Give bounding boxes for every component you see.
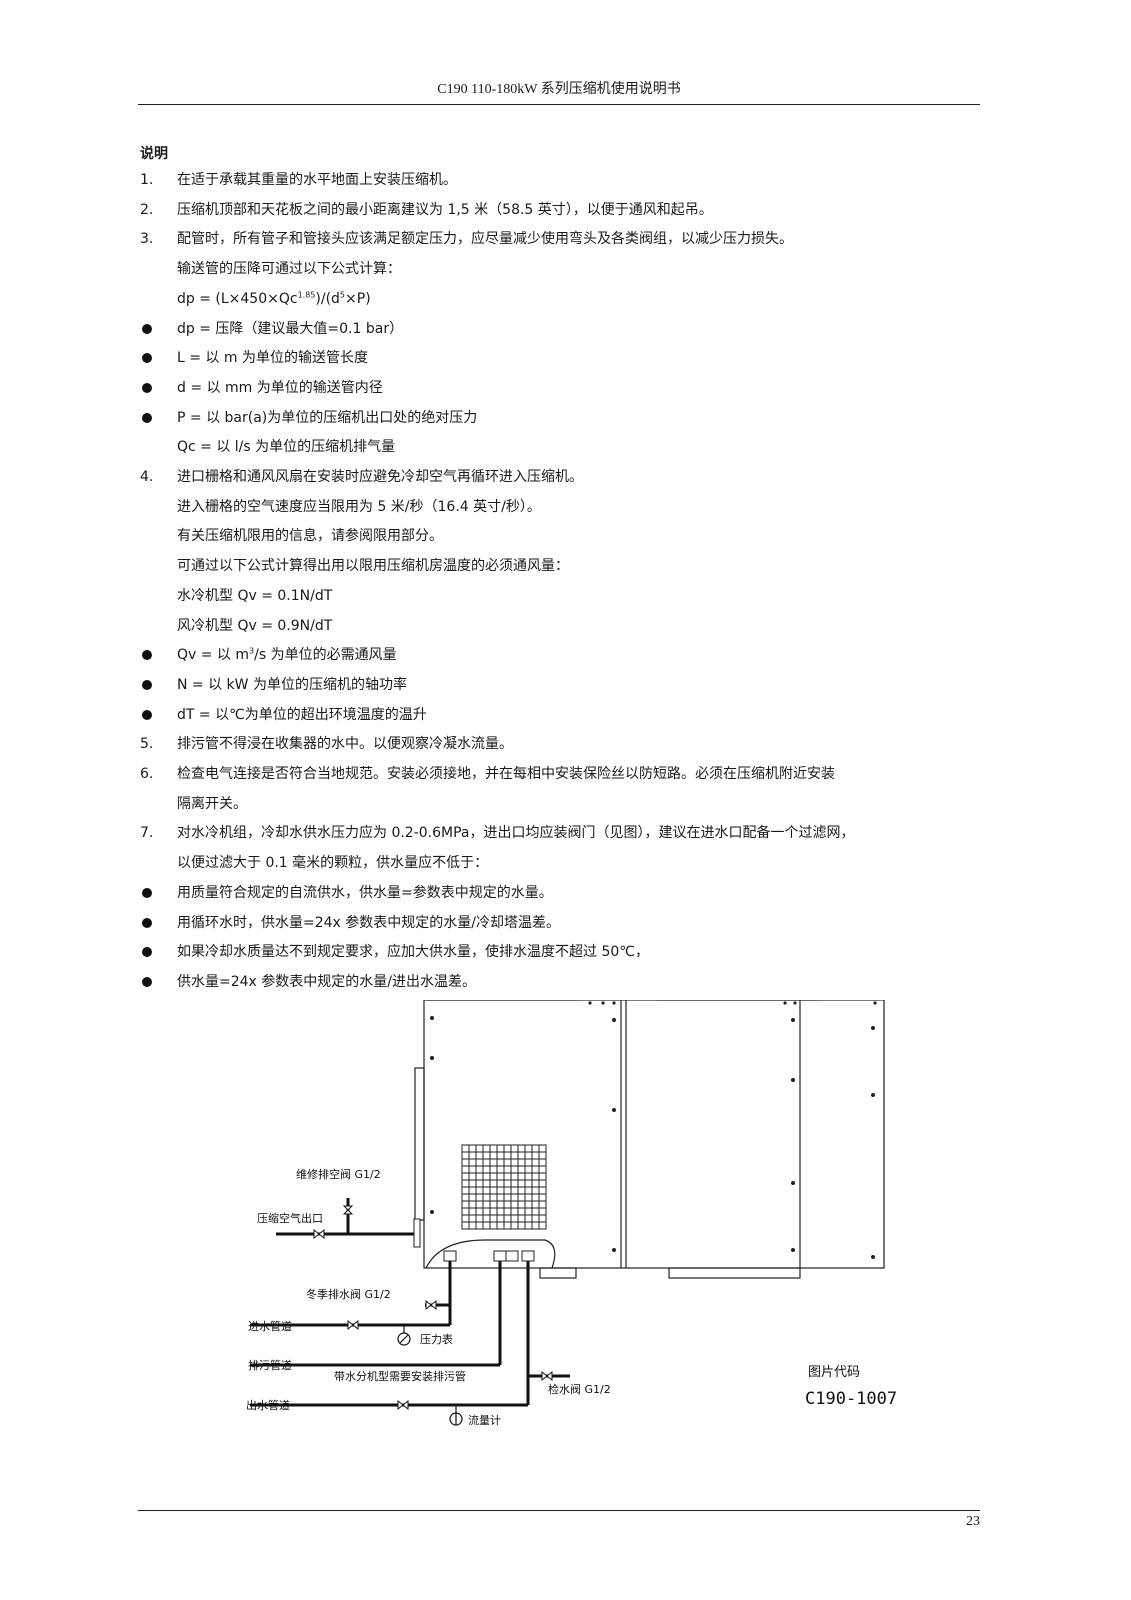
line-text: 隔离开关。: [177, 795, 247, 812]
line-text: P = 以 bar(a)为单位的压缩机出口处的绝对压力: [177, 409, 478, 426]
bullet-icon: [142, 679, 152, 690]
line-text: 用质量符合规定的自流供水，供水量=参数表中规定的水量。: [177, 884, 553, 901]
line-text: 进口栅格和通风风扇在安装时应避免冷却空气再循环进入压缩机。: [177, 469, 583, 485]
line-text: L = 以 m 为单位的输送管长度: [177, 350, 368, 367]
page-header: C190 110-180kW 系列压缩机使用说明书: [437, 82, 681, 97]
label-drain-pipe: 排污管道: [248, 1358, 292, 1372]
text-part: Qv = 以 m: [177, 647, 250, 664]
label-water-outlet-pipe: 出水管道: [246, 1398, 290, 1412]
list-number: 7.: [140, 825, 154, 842]
bullet-icon: [142, 887, 152, 898]
bullet-icon: [142, 917, 152, 928]
line-text: 进入栅格的空气速度应当限用为 5 米/秒（16.4 英寸/秒）。: [177, 498, 541, 515]
text-part: dp = (L×450×Qc: [177, 290, 298, 307]
bullet-icon: [142, 412, 152, 423]
line-text: 用循环水时，供水量=24x 参数表中规定的水量/冷却塔温差。: [177, 914, 560, 931]
text-part: )/(d: [315, 290, 340, 307]
bullet-icon: [142, 382, 152, 393]
label-drain-note: 带水分机型需要安装排污管: [334, 1369, 466, 1383]
line-text: Qc = 以 l/s 为单位的压缩机排气量: [177, 439, 396, 456]
line-text: dT = 以℃为单位的超出环境温度的温升: [177, 706, 427, 723]
bullet-icon: [142, 353, 152, 364]
line-text: d = 以 mm 为单位的输送管内径: [177, 379, 383, 396]
label-winter-drain-valve: 冬季排水阀 G1/2: [306, 1287, 391, 1301]
line-text: 以便过滤大于 0.1 毫米的颗粒，供水量应不低于：: [177, 855, 489, 872]
label-compressed-air-outlet: 压缩空气出口: [257, 1211, 323, 1225]
figure-code: C190-1007: [805, 1389, 897, 1409]
footer-divider: [138, 1510, 980, 1511]
line-text: dp = (L×450×Qc1.85)/(d5×P): [177, 289, 371, 309]
bullet-icon: [142, 976, 152, 987]
header-divider: [138, 104, 980, 105]
label-flow-meter: 流量计: [468, 1413, 501, 1427]
line-text: 输送管的压降可通过以下公式计算：: [177, 261, 401, 278]
list-number: 4.: [140, 469, 154, 485]
line-text: 对水冷机组，冷却水供水压力应为 0.2-0.6MPa，进出口均应装阀门（见图），…: [177, 825, 855, 842]
superscript: 5: [339, 290, 346, 300]
list-number: 3.: [140, 231, 154, 248]
bullet-icon: [142, 947, 152, 958]
list-number: 5.: [140, 736, 154, 753]
line-text: dp = 压降（建议最大值=0.1 bar）: [177, 320, 404, 337]
line-text: 有关压缩机限用的信息，请参阅限用部分。: [177, 528, 443, 545]
label-inspection-valve: 检水阀 G1/2: [548, 1382, 611, 1396]
bullet-icon: [142, 709, 152, 720]
label-pressure-gauge: 压力表: [420, 1332, 453, 1346]
line-text: Qv = 以 m3/s 为单位的必需通风量: [177, 645, 397, 665]
label-water-inlet-pipe: 进水管道: [248, 1319, 292, 1333]
label-maintenance-vent-valve: 维修排空阀 G1/2: [296, 1167, 381, 1181]
vent-grille: [461, 1144, 547, 1230]
line-text: 排污管不得浸在收集器的水中。以便观察冷凝水流量。: [177, 736, 513, 753]
text-part: /s 为单位的必需通风量: [254, 647, 397, 664]
line-text: 可通过以下公式计算得出用以限用压缩机房温度的必须通风量：: [177, 558, 569, 575]
line-text: 如果冷却水质量达不到规定要求，应加大供水量，使排水温度不超过 50℃，: [177, 944, 649, 961]
line-text: 供水量=24x 参数表中规定的水量/进出水温差。: [177, 973, 476, 990]
line-text: 压缩机顶部和天花板之间的最小距离建议为 1,5 米（58.5 英寸），以便于通风…: [177, 201, 713, 218]
list-number: 1.: [140, 172, 154, 188]
line-text: 配管时，所有管子和管接头应该满足额定压力，应尽量减少使用弯头及各类阀组，以减少压…: [177, 231, 793, 248]
line-text: 水冷机型 Qv = 0.1N/dT: [177, 587, 333, 604]
line-text: 风冷机型 Qv = 0.9N/dT: [177, 617, 333, 634]
superscript: 3: [249, 646, 255, 656]
installation-diagram: 维修排空阀 G1/2 压缩空气出口 冬季排水阀 G1/2 进水管道 压力表 排污…: [246, 1000, 897, 1427]
line-text: 检查电气连接是否符合当地规范。安装必须接地，并在每相中安装保险丝以防短路。必须在…: [177, 766, 835, 782]
figure-code-label: 图片代码: [808, 1365, 860, 1380]
page-number: 23: [966, 1514, 980, 1529]
bullet-icon: [142, 323, 152, 334]
line-text: 在适于承载其重量的水平地面上安装压缩机。: [177, 172, 457, 188]
line-text: N = 以 kW 为单位的压缩机的轴功率: [177, 676, 407, 693]
bullet-icon: [142, 650, 152, 661]
text-part: ×P): [345, 290, 371, 307]
list-number: 6.: [140, 766, 154, 782]
superscript: 1.85: [297, 290, 316, 300]
valve-icons: [313, 1205, 553, 1411]
list-number: 2.: [140, 201, 154, 218]
section-title: 说明: [140, 146, 168, 162]
